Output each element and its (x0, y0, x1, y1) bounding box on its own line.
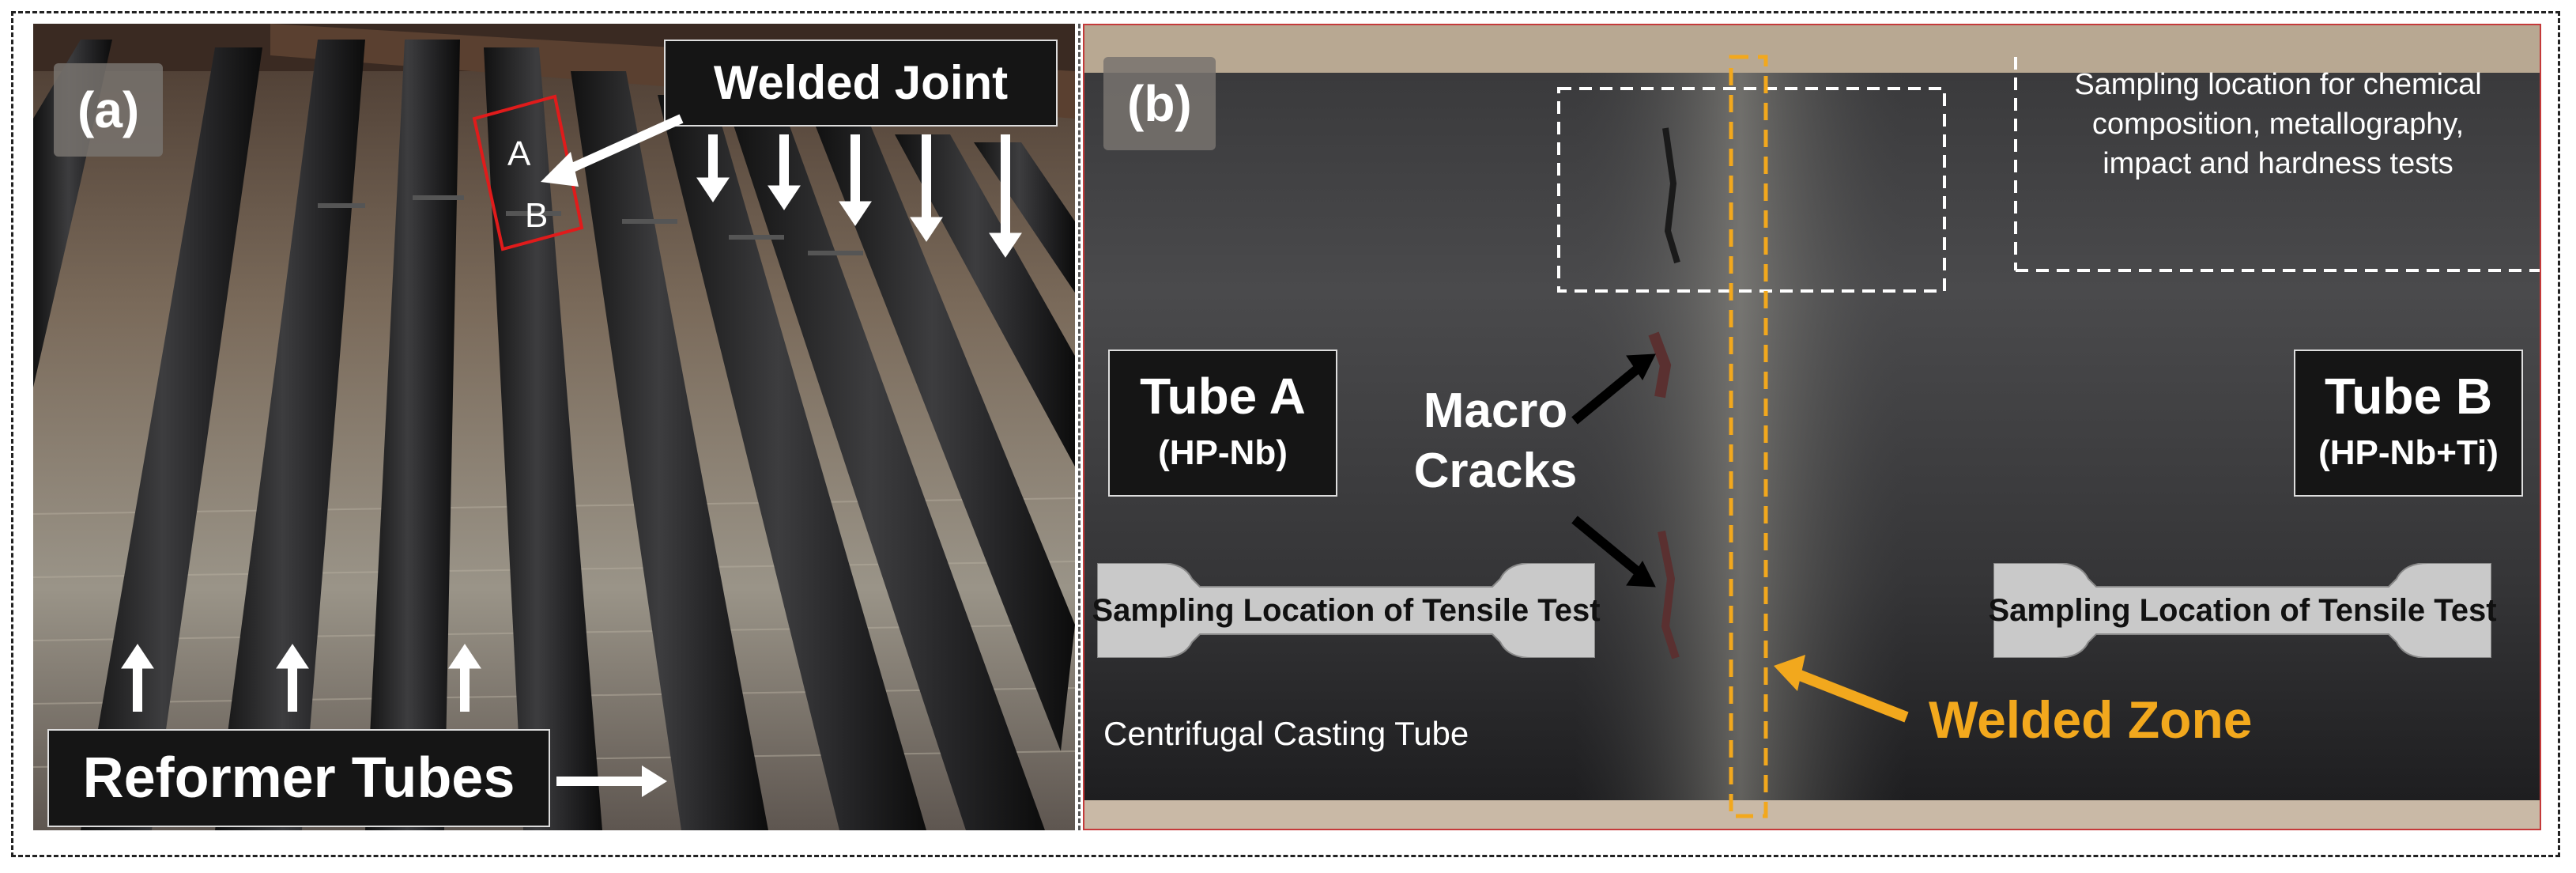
welded-zone-label: Welded Zone (1929, 690, 2253, 749)
tensile-specimen-shape (1097, 563, 1595, 658)
tensile-sample-left: Sampling Location of Tensile Test (1092, 563, 1601, 658)
sampling-note: Sampling location for chemical compositi… (2025, 65, 2531, 183)
tensile-specimen-shape (1993, 563, 2491, 658)
tube-a-title: Tube A (1140, 368, 1306, 425)
welded-joint-label: Welded Joint (664, 40, 1058, 127)
panel-b-photo: (b) Sampling location for chemical compo… (1083, 24, 2541, 830)
welded-joint-marker (121, 94, 1022, 797)
tube-a-label: Tube A (HP-Nb) (1108, 350, 1337, 497)
tensile-sample-right: Sampling Location of Tensile Test (1988, 563, 2497, 658)
macro-cracks-line: Cracks (1413, 444, 1578, 498)
tensile-label-right: Sampling Location of Tensile Test (1988, 592, 2497, 628)
panel-a-label: (a) (54, 63, 164, 157)
sampling-note-line: impact and hardness tests (2103, 147, 2453, 180)
sampling-note-line: Sampling location for chemical (2074, 68, 2482, 101)
sampling-note-line: composition, metallography, (2091, 108, 2465, 141)
marker-a: A (507, 134, 531, 173)
tube-b-title: Tube B (2324, 368, 2493, 425)
reformer-tubes-label: Reformer Tubes (47, 729, 550, 827)
panel-divider (1078, 24, 1081, 830)
reformer-tubes-photo (33, 24, 1075, 830)
casting-label: Centrifugal Casting Tube (1103, 715, 1469, 752)
marker-b: B (525, 196, 549, 235)
tube-b-label: Tube B (HP-Nb+Ti) (2294, 350, 2523, 497)
tensile-label-left: Sampling Location of Tensile Test (1092, 592, 1601, 628)
tube-b-material: (HP-Nb+Ti) (2318, 433, 2499, 472)
macro-cracks-label: Macro Cracks (1401, 381, 1590, 501)
macro-cracks-line: Macro (1423, 384, 1568, 438)
figure-frame (11, 11, 2560, 857)
tube-a-material: (HP-Nb) (1158, 433, 1288, 472)
panel-a-photo: (a) Welded Joint A B Reformer Tubes (33, 24, 1075, 830)
panel-b-label: (b) (1103, 57, 1216, 150)
